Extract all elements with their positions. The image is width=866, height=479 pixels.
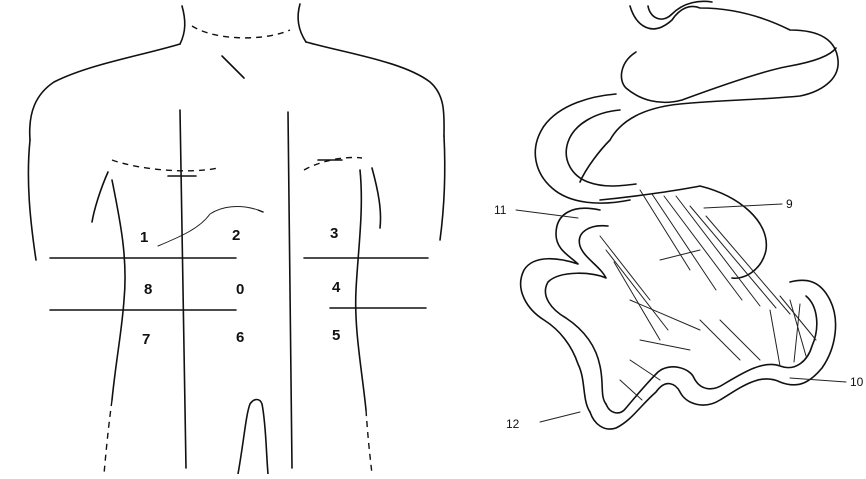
right-leg-outline xyxy=(366,410,372,474)
region-2: 2 xyxy=(232,227,240,244)
callout-10: 10 xyxy=(850,375,864,389)
sternal-notch xyxy=(222,56,244,78)
region-7: 7 xyxy=(142,331,150,348)
organ-sketch-line xyxy=(158,207,258,246)
callout-9: 9 xyxy=(786,197,793,211)
mesentery-hatching xyxy=(600,190,816,400)
neck-right-outline xyxy=(298,4,306,42)
torso-diagram: 1 2 3 8 0 4 7 6 5 xyxy=(28,4,444,474)
region-1: 1 xyxy=(140,229,148,246)
leader-line-9 xyxy=(704,204,782,208)
leader-line-12 xyxy=(540,412,580,422)
right-torso-side xyxy=(372,168,381,228)
left-waist-outline xyxy=(112,180,125,400)
left-arm-outline xyxy=(28,140,36,260)
region-5: 5 xyxy=(332,327,340,344)
right-shoulder-outline xyxy=(306,42,444,136)
intestine-diagram: 9 11 10 12 xyxy=(494,1,864,431)
left-shoulder-outline xyxy=(30,44,180,140)
left-loop-inner xyxy=(545,226,608,404)
left-torso-side xyxy=(92,172,108,222)
neck-left-outline xyxy=(180,6,185,44)
region-0: 0 xyxy=(236,281,244,298)
right-arm-outline xyxy=(440,136,445,240)
region-4: 4 xyxy=(332,279,341,296)
region-6: 6 xyxy=(236,329,244,346)
stomach-outer-outline xyxy=(580,6,838,182)
right-vertical-line xyxy=(288,112,292,468)
callout-11: 11 xyxy=(494,203,507,217)
left-leg-outline xyxy=(104,400,112,474)
esophagus-outline xyxy=(621,48,836,102)
region-8: 8 xyxy=(144,281,152,298)
right-waist-outline xyxy=(356,170,366,410)
organ-sketch-dashed xyxy=(258,210,268,214)
left-loop-outer xyxy=(521,208,600,412)
callout-12: 12 xyxy=(506,417,520,431)
inner-leg-left xyxy=(238,400,268,475)
leader-line-10 xyxy=(790,378,846,382)
jejunum-top xyxy=(600,186,766,278)
left-vertical-line xyxy=(180,110,186,468)
left-costal-margin xyxy=(112,160,218,171)
collar-line xyxy=(192,26,290,38)
region-3: 3 xyxy=(330,225,338,242)
